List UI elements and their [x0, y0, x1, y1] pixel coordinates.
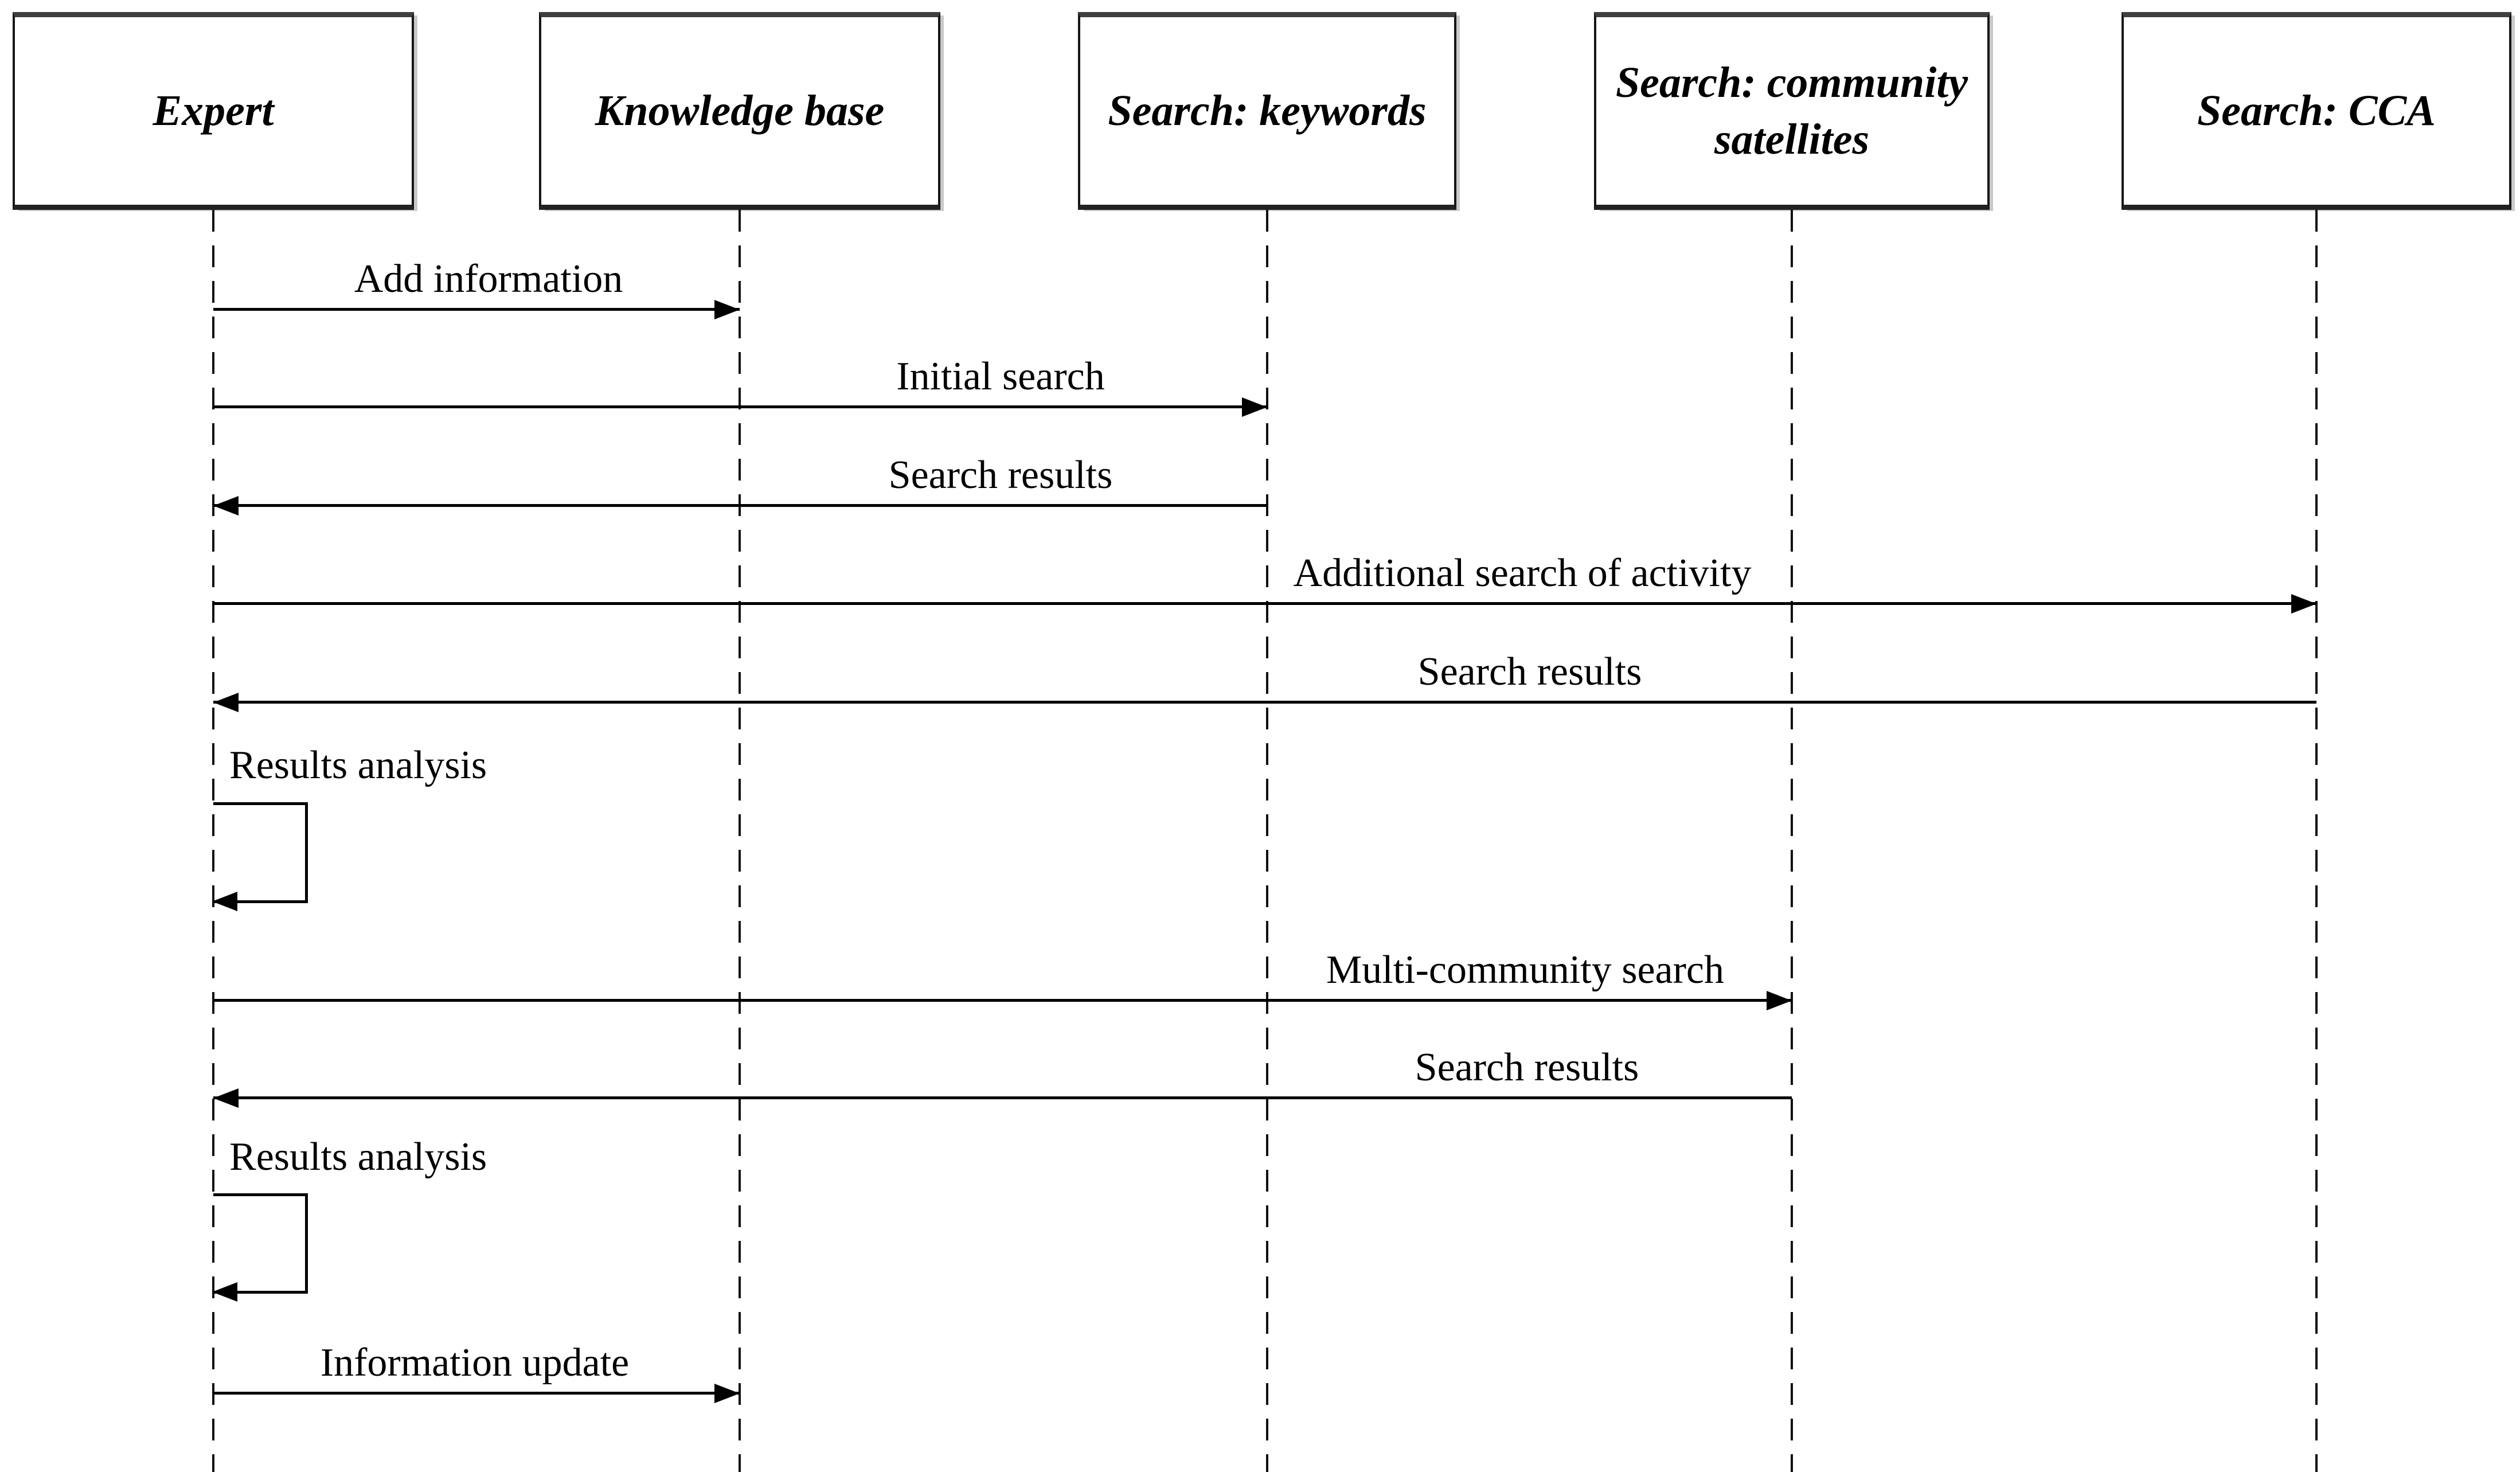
message-label: Search results [1415, 1045, 1639, 1090]
lifeline-knowledge-base [739, 210, 741, 1472]
actor-label-search-keywords: Search: keywords [1108, 87, 1427, 135]
arrowhead-icon [1242, 397, 1267, 417]
message-label: Information update [320, 1341, 630, 1385]
message-arrow-line [213, 602, 2316, 605]
message-arrow-line [213, 405, 1267, 408]
arrowhead-icon [213, 1088, 239, 1108]
actor-box-search-keywords: Search: keywords [1078, 12, 1456, 210]
message-label: Multi-community search [1326, 948, 1725, 992]
message-arrow-line [213, 308, 740, 311]
arrowhead-icon [714, 300, 740, 319]
message-label: Add information [354, 257, 623, 301]
self-message-label: Results analysis [229, 743, 487, 787]
arrowhead-icon [213, 693, 239, 712]
self-message-loop [213, 1193, 308, 1294]
message-arrow-line [213, 701, 2316, 704]
message-arrow-line [213, 999, 1792, 1002]
message-arrow-line [213, 1096, 1792, 1099]
message-arrow-line [213, 504, 1267, 507]
message-arrow-line [213, 1392, 740, 1395]
actor-label-search-community-satellites: Search: community satellites [1615, 58, 1968, 163]
arrowhead-icon [212, 892, 237, 911]
actor-box-search-community-satellites: Search: community satellites [1594, 12, 1990, 210]
arrowhead-icon [213, 496, 239, 516]
arrowhead-icon [1767, 991, 1792, 1010]
actor-label-knowledge-base: Knowledge base [595, 87, 885, 135]
message-label: Additional search of activity [1293, 551, 1752, 595]
lifeline-search-cca [2315, 210, 2318, 1472]
lifeline-expert [212, 210, 214, 1472]
arrowhead-icon [714, 1384, 740, 1403]
actor-box-expert: Expert [13, 12, 414, 210]
message-label: Search results [1417, 650, 1642, 694]
arrowhead-icon [2291, 594, 2316, 614]
arrowhead-icon [212, 1282, 237, 1302]
lifeline-search-keywords [1266, 210, 1268, 1472]
lifeline-search-community-satellites [1791, 210, 1793, 1472]
actor-label-search-cca: Search: CCA [2197, 87, 2436, 135]
message-label: Initial search [896, 354, 1105, 399]
actor-box-search-cca: Search: CCA [2122, 12, 2511, 210]
self-message-label: Results analysis [229, 1135, 487, 1179]
self-message-loop [213, 802, 308, 903]
actor-label-expert: Expert [153, 87, 274, 135]
actor-box-knowledge-base: Knowledge base [539, 12, 940, 210]
message-label: Search results [888, 453, 1113, 497]
